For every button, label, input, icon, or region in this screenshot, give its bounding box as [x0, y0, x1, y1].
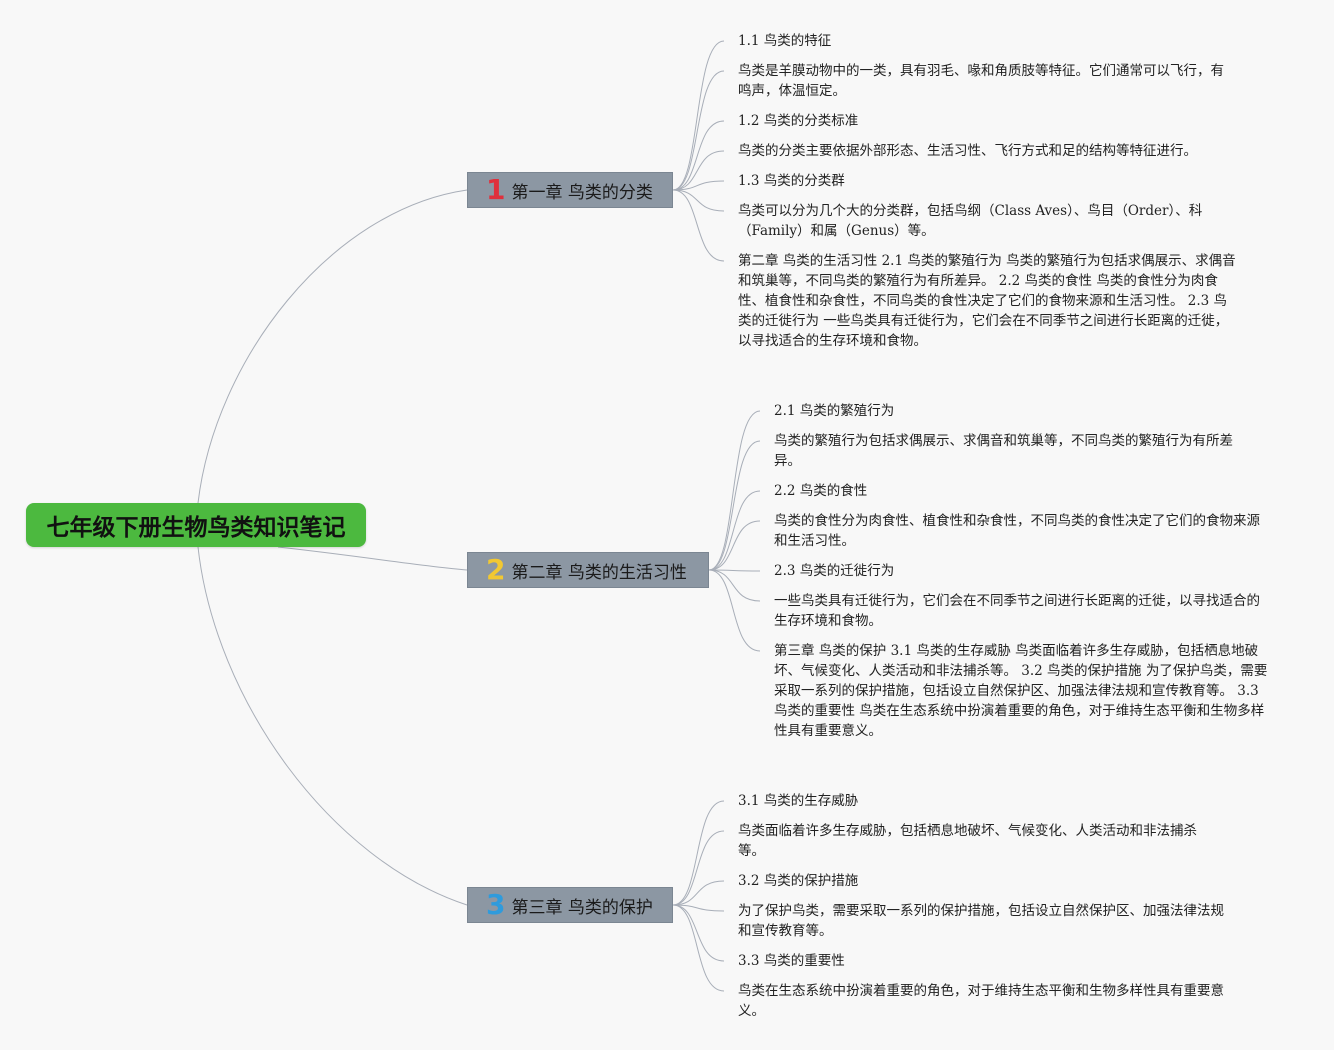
leaf-node[interactable]: 1.2 鸟类的分类标准 [738, 113, 859, 129]
leaf-node[interactable]: 鸟类的分类主要依据外部形态、生活习性、飞行方式和足的结构等特征进行。 [738, 143, 1197, 159]
leaf-node[interactable]: 3.1 鸟类的生存威胁 [738, 793, 859, 809]
branch-title: 第三章 鸟类的保护 [511, 897, 653, 918]
leaf-node[interactable]: 2.3 鸟类的迁徙行为 [774, 563, 895, 579]
leaf-node[interactable]: 鸟类的食性分为肉食性、植食性和杂食性，不同鸟类的食性决定了它们的食物来源和生活习… [774, 513, 1260, 549]
branch-number-3: 3 [486, 888, 506, 921]
branch-node-chapter-3[interactable]: 3 第三章 鸟类的保护 [467, 887, 673, 923]
connector-root-to-chapter-1 [197, 189, 468, 504]
connector-chapter-2-leaf-5 [708, 569, 761, 572]
connector-chapter-2-leaf-4 [708, 520, 761, 571]
connector-chapter-3-leaf-4 [672, 904, 725, 912]
leaf-node[interactable]: 为了保护鸟类，需要采取一系列的保护措施，包括设立自然保护区、加强法律法规和宣传教… [738, 903, 1224, 939]
leaf-node[interactable]: 1.3 鸟类的分类群 [738, 173, 845, 189]
connector-chapter-1-leaf-7 [672, 189, 725, 262]
leaf-node[interactable]: 鸟类的繁殖行为包括求偶展示、求偶音和筑巢等，不同鸟类的繁殖行为有所差异。 [774, 433, 1233, 469]
leaf-node[interactable]: 鸟类是羊膜动物中的一类，具有羽毛、喙和角质肢等特征。它们通常可以飞行，有鸣声，体… [738, 63, 1224, 99]
branch-title: 第二章 鸟类的生活习性 [511, 562, 687, 583]
connector-chapter-2-leaf-3 [708, 490, 761, 571]
connector-chapter-2-leaf-6 [708, 569, 761, 602]
connector-chapter-1-leaf-2 [672, 70, 725, 191]
connector-chapter-1-leaf-1 [672, 40, 725, 191]
leaf-node[interactable]: 2.1 鸟类的繁殖行为 [774, 403, 895, 419]
connector-chapter-2-leaf-2 [708, 440, 761, 571]
root-title: 七年级下册生物鸟类知识笔记 [46, 515, 346, 541]
connector-chapter-3-leaf-3 [672, 880, 725, 906]
connector-chapter-3-leaf-2 [672, 830, 725, 906]
leaf-node[interactable]: 鸟类在生态系统中扮演着重要的角色，对于维持生态平衡和生物多样性具有重要意义。 [738, 983, 1224, 1019]
root-node[interactable]: 七年级下册生物鸟类知识笔记 [26, 503, 366, 547]
branch-node-chapter-1[interactable]: 1 第一章 鸟类的分类 [467, 172, 673, 208]
connector-chapter-3-leaf-5 [672, 904, 725, 962]
leaf-node[interactable]: 鸟类可以分为几个大的分类群，包括鸟纲（Class Aves）、鸟目（Order）… [738, 203, 1203, 239]
leaf-node[interactable]: 1.1 鸟类的特征 [738, 33, 832, 49]
branch-node-chapter-2[interactable]: 2 第二章 鸟类的生活习性 [467, 552, 709, 588]
leaf-node[interactable]: 3.2 鸟类的保护措施 [738, 873, 859, 889]
connector-chapter-2-leaf-1 [708, 410, 761, 571]
leaf-node[interactable]: 第二章 鸟类的生活习性 2.1 鸟类的繁殖行为 鸟类的繁殖行为包括求偶展示、求偶… [738, 253, 1236, 349]
connector-chapter-3-leaf-1 [672, 800, 725, 906]
connector-chapter-3-leaf-6 [672, 904, 725, 992]
connector-root-to-chapter-2 [277, 546, 468, 571]
connector-chapter-1-leaf-6 [672, 189, 725, 212]
leaf-node[interactable]: 2.2 鸟类的食性 [774, 483, 868, 499]
connector-chapter-1-leaf-3 [672, 120, 725, 191]
connector-chapter-1-leaf-4 [672, 150, 725, 191]
branch-title: 第一章 鸟类的分类 [511, 182, 653, 203]
connector-chapter-1-leaf-5 [672, 180, 725, 191]
branch-number-2: 2 [486, 553, 506, 586]
connector-chapter-2-leaf-7 [708, 569, 761, 652]
branch-number-1: 1 [486, 173, 506, 206]
leaf-node[interactable]: 3.3 鸟类的重要性 [738, 953, 845, 969]
leaf-node[interactable]: 一些鸟类具有迁徙行为，它们会在不同季节之间进行长距离的迁徙，以寻找适合的生存环境… [774, 593, 1260, 629]
leaf-node[interactable]: 鸟类面临着许多生存威胁，包括栖息地破坏、气候变化、人类活动和非法捕杀等。 [738, 823, 1197, 859]
leaf-node[interactable]: 第三章 鸟类的保护 3.1 鸟类的生存威胁 鸟类面临着许多生存威胁，包括栖息地破… [774, 643, 1268, 739]
connector-root-to-chapter-3 [197, 546, 468, 906]
